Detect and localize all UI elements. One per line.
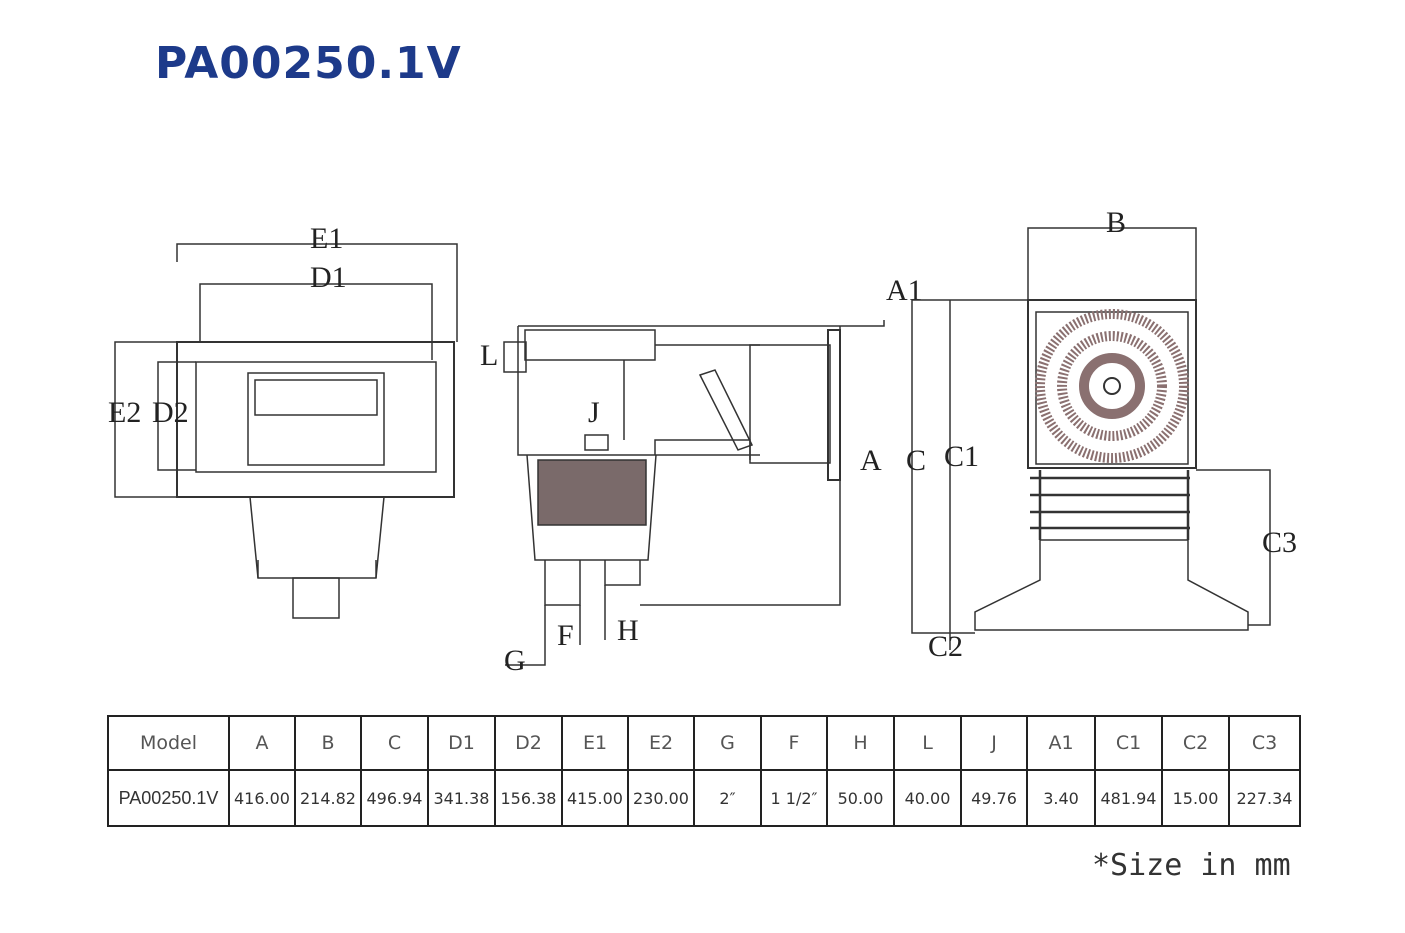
table-cell: 1 1/2″ bbox=[760, 769, 828, 827]
table-cell: 40.00 bbox=[893, 769, 962, 827]
header-cell: Model bbox=[107, 715, 230, 771]
header-cell: C bbox=[360, 715, 429, 771]
table-cell: 230.00 bbox=[627, 769, 695, 827]
table-cell: 2″ bbox=[693, 769, 762, 827]
label-b: B bbox=[1106, 206, 1126, 239]
label-a1: A1 bbox=[886, 274, 923, 307]
label-e2: E2 bbox=[108, 396, 141, 429]
label-e1: E1 bbox=[310, 222, 343, 255]
dimension-table: Model A B C D1 D2 E1 E2 G F H L J A1 C1 … bbox=[107, 715, 1301, 827]
table-cell: 416.00 bbox=[228, 769, 296, 827]
units-note: *Size in mm bbox=[1092, 848, 1291, 883]
rear-view: B C C1 C2 C3 bbox=[906, 206, 1297, 663]
label-c1: C1 bbox=[944, 440, 979, 473]
table-cell: 15.00 bbox=[1161, 769, 1230, 827]
technical-drawing: E1 D1 E2 D2 L J A1 A F G H bbox=[108, 206, 1297, 677]
front-view: E1 D1 E2 D2 bbox=[108, 222, 458, 619]
table-cell: 496.94 bbox=[360, 769, 429, 827]
label-g: G bbox=[504, 644, 526, 677]
header-cell: A1 bbox=[1026, 715, 1096, 771]
table-cell: 156.38 bbox=[494, 769, 563, 827]
header-cell: E2 bbox=[627, 715, 695, 771]
header-cell: C3 bbox=[1228, 715, 1301, 771]
side-view: L J A1 A F G H bbox=[480, 274, 923, 677]
table-row: PA00250.1V 416.00 214.82 496.94 341.38 1… bbox=[107, 769, 1301, 827]
label-j: J bbox=[588, 396, 600, 429]
table-cell: 341.38 bbox=[427, 769, 496, 827]
table-cell: 49.76 bbox=[960, 769, 1028, 827]
table-cell: 50.00 bbox=[826, 769, 895, 827]
table-cell: 3.40 bbox=[1026, 769, 1096, 827]
label-h: H bbox=[617, 614, 639, 647]
header-cell: D1 bbox=[427, 715, 496, 771]
header-cell: F bbox=[760, 715, 828, 771]
label-a: A bbox=[860, 444, 882, 477]
label-d2: D2 bbox=[152, 396, 189, 429]
label-c3: C3 bbox=[1262, 526, 1297, 559]
header-cell: H bbox=[826, 715, 895, 771]
label-c: C bbox=[906, 444, 926, 477]
header-cell: D2 bbox=[494, 715, 563, 771]
table-cell: 214.82 bbox=[294, 769, 362, 827]
table-cell: 415.00 bbox=[561, 769, 629, 827]
label-d1: D1 bbox=[310, 261, 347, 294]
label-f: F bbox=[557, 619, 574, 652]
table-cell: 227.34 bbox=[1228, 769, 1301, 827]
model-title: PA00250.1V bbox=[155, 38, 462, 89]
header-cell: E1 bbox=[561, 715, 629, 771]
table-cell: PA00250.1V bbox=[107, 769, 230, 827]
label-c2: C2 bbox=[928, 630, 963, 663]
header-cell: C1 bbox=[1094, 715, 1163, 771]
table-cell: 481.94 bbox=[1094, 769, 1163, 827]
header-cell: G bbox=[693, 715, 762, 771]
header-cell: J bbox=[960, 715, 1028, 771]
header-cell: A bbox=[228, 715, 296, 771]
header-cell: L bbox=[893, 715, 962, 771]
label-l: L bbox=[480, 339, 498, 372]
table-header-row: Model A B C D1 D2 E1 E2 G F H L J A1 C1 … bbox=[107, 715, 1301, 771]
header-cell: B bbox=[294, 715, 362, 771]
header-cell: C2 bbox=[1161, 715, 1230, 771]
